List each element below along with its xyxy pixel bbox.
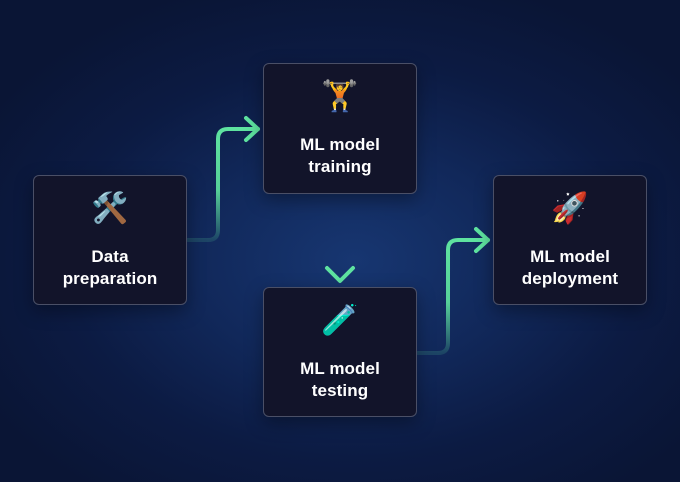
arrow-testing-to-deployment	[416, 238, 490, 355]
node-label-line-2: training	[308, 157, 372, 176]
node-ml-model-training: 🏋️ ML model training	[263, 63, 417, 194]
node-label-line-2: preparation	[62, 269, 158, 288]
arrow-data-to-training	[186, 127, 260, 242]
node-ml-model-testing: 🧪 ML model testing	[263, 287, 417, 417]
node-label-line-1: Data	[91, 247, 129, 266]
node-data-preparation: 🛠️ Data preparation	[33, 175, 187, 305]
node-label: Data preparation	[63, 246, 158, 290]
node-label-line-2: testing	[311, 381, 369, 400]
test-tube-icon: 🧪	[321, 303, 359, 338]
node-label-line-1: ML model	[530, 247, 610, 266]
rocket-icon: 🚀	[551, 191, 589, 226]
node-label: ML model training	[300, 134, 380, 178]
arrowhead-testing	[325, 266, 355, 283]
arrowhead-training	[244, 116, 260, 142]
node-label-line-2: deployment	[521, 269, 619, 288]
weightlifter-icon: 🏋️	[321, 79, 359, 114]
node-ml-model-deployment: 🚀 ML model deployment	[493, 175, 647, 305]
node-label: ML model testing	[300, 358, 380, 402]
node-label-line-1: ML model	[300, 359, 380, 378]
node-label-line-1: ML model	[300, 135, 380, 154]
hammer-and-wrench-icon: 🛠️	[91, 191, 129, 226]
arrowhead-deployment	[474, 227, 490, 253]
node-label: ML model deployment	[522, 246, 618, 290]
